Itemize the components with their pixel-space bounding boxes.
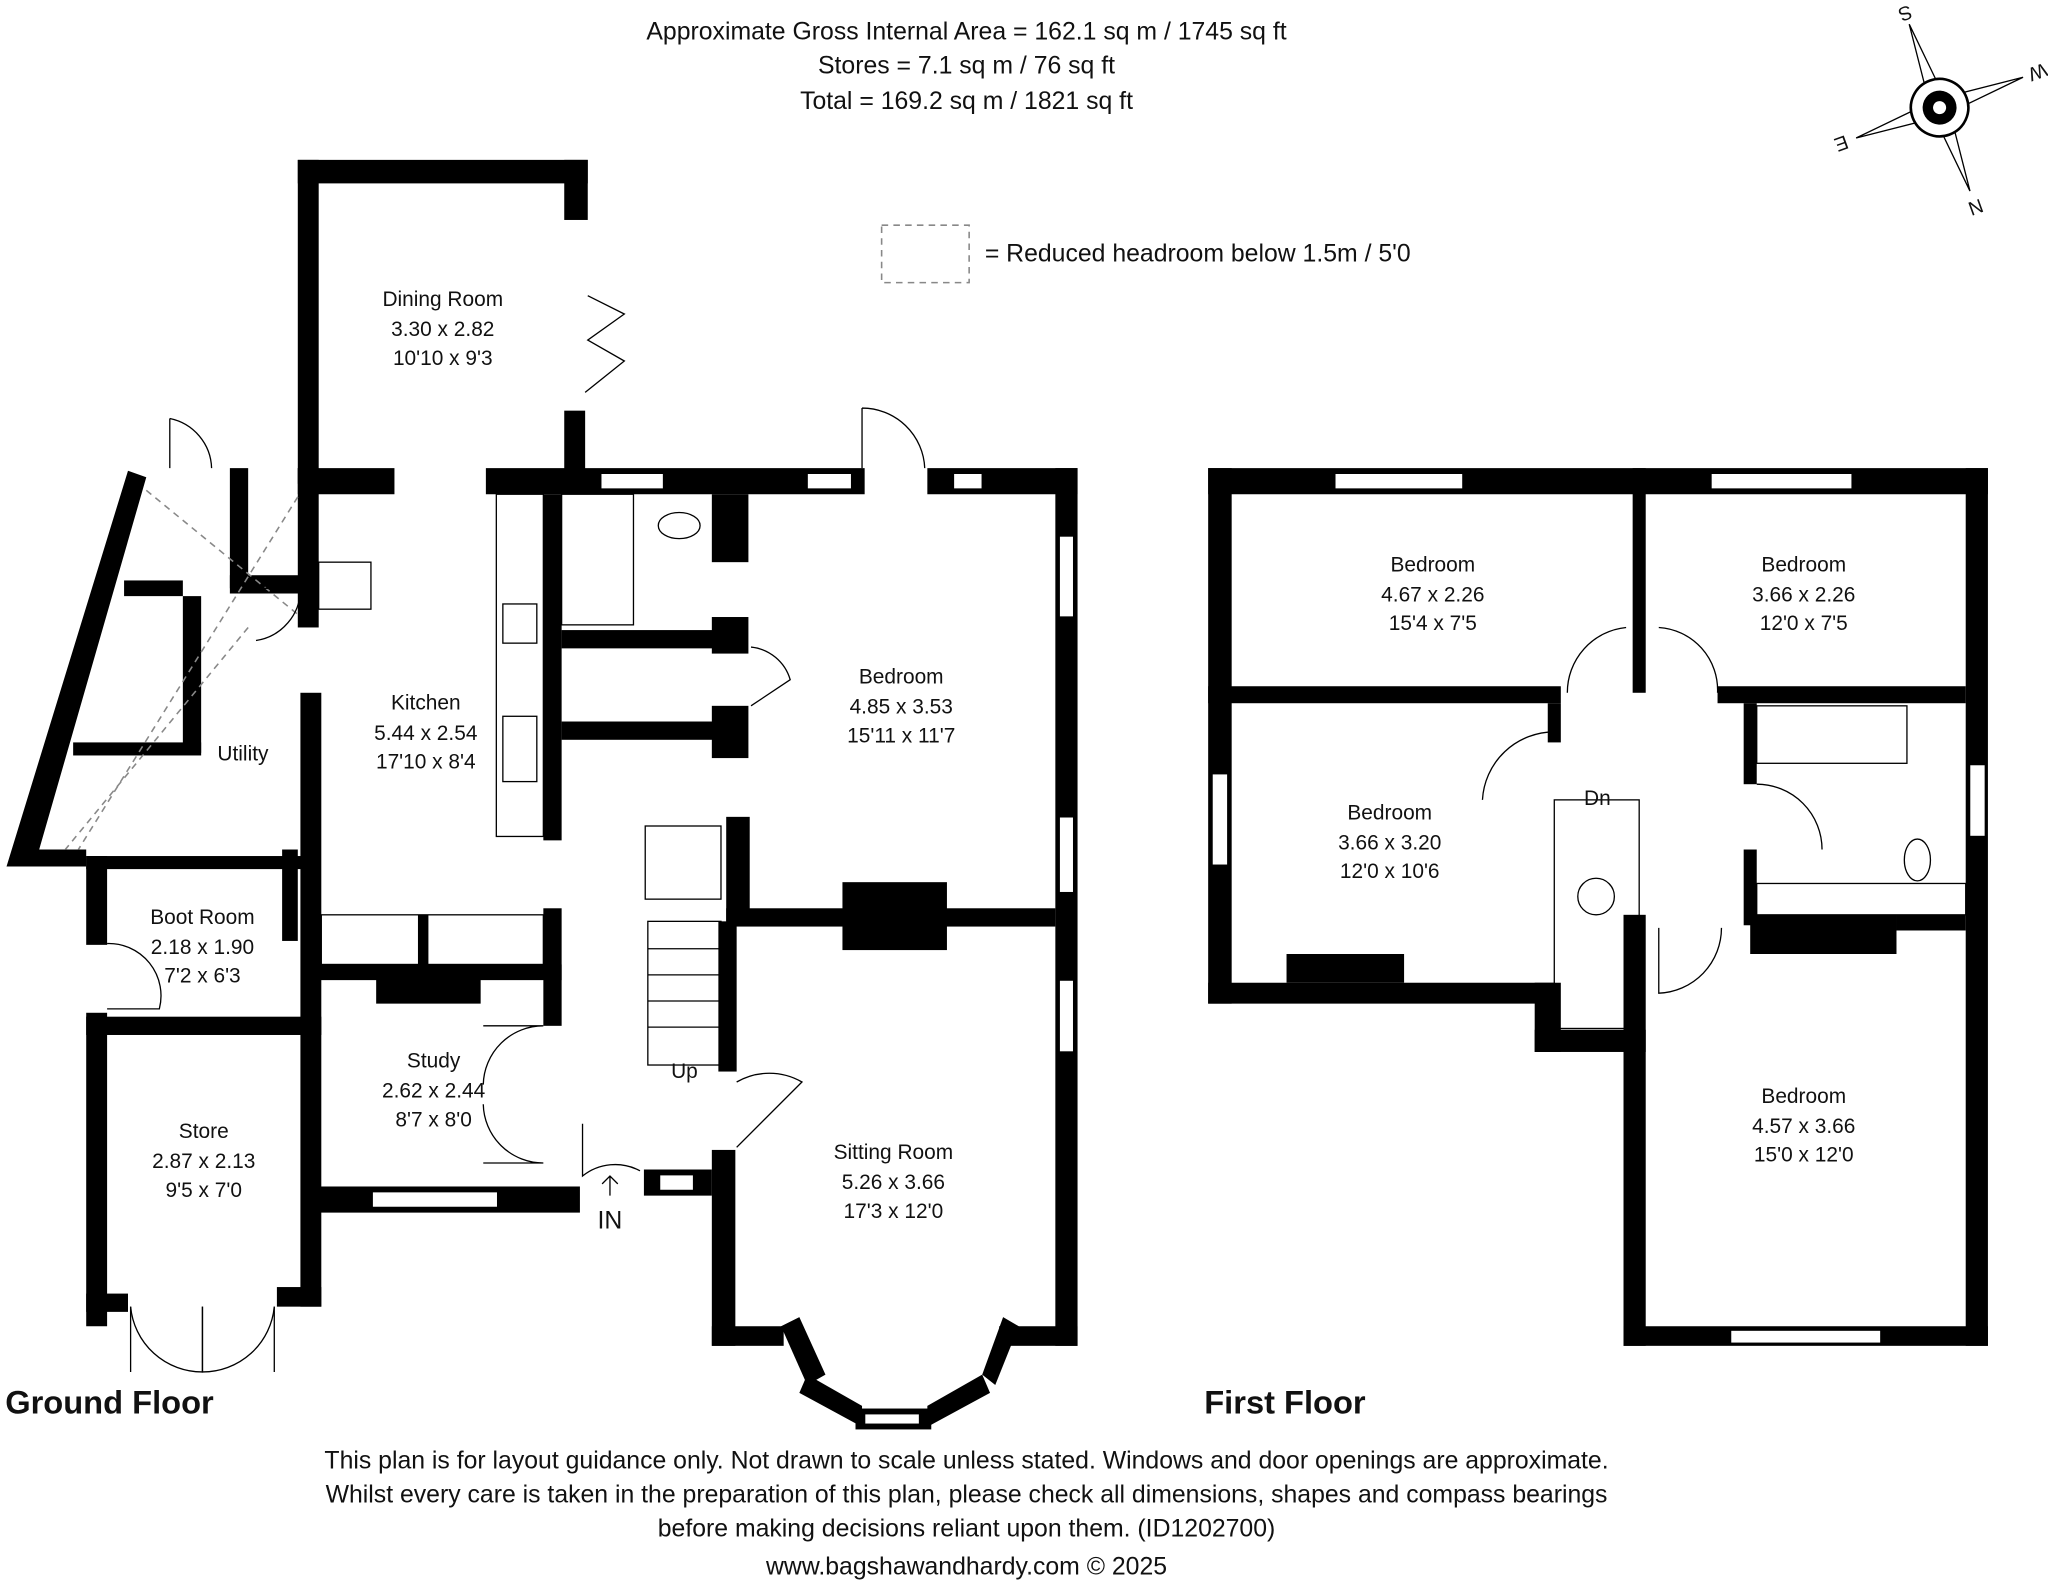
room-bedroom-4: Bedroom 4.57 x 3.66 15'0 x 12'0: [1752, 1085, 1855, 1167]
compass-icon: S N W E: [1831, 0, 2048, 220]
room-dining-room: Dining Room 3.30 x 2.82 10'10 x 9'3: [382, 288, 503, 370]
compass-w: W: [2025, 58, 2048, 85]
room-imperial: 15'11 x 11'7: [847, 724, 955, 747]
room-imperial: 7'2 x 6'3: [164, 965, 240, 988]
room-imperial: 10'10 x 9'3: [393, 347, 493, 370]
room-metric: 5.44 x 2.54: [374, 722, 477, 745]
room-imperial: 12'0 x 7'5: [1760, 612, 1848, 635]
entrance-label: IN: [598, 1207, 623, 1234]
entrance-arrow-icon: [601, 1175, 619, 1196]
room-name: Store: [179, 1120, 229, 1143]
website-link[interactable]: www.bagshawandhardy.com © 2025: [765, 1553, 1167, 1580]
stairs-down-label: Dn: [1584, 787, 1611, 810]
ground-floor-labels: Dining Room 3.30 x 2.82 10'10 x 9'3 Kitc…: [5, 288, 955, 1421]
room-imperial: 12'0 x 10'6: [1340, 860, 1440, 883]
headroom-legend: = Reduced headroom below 1.5m / 5'0: [880, 224, 1411, 284]
room-name: Bedroom: [1761, 1085, 1846, 1108]
disclaimer: This plan is for layout guidance only. N…: [324, 1448, 1608, 1581]
room-imperial: 17'10 x 8'4: [376, 751, 476, 774]
compass-e: E: [1831, 130, 1851, 155]
room-metric: 4.85 x 3.53: [850, 696, 953, 719]
room-metric: 3.66 x 3.20: [1338, 832, 1441, 855]
room-bedroom-1: Bedroom 4.67 x 2.26 15'4 x 7'5: [1381, 553, 1484, 635]
room-metric: 2.18 x 1.90: [151, 936, 254, 959]
room-boot-room: Boot Room 2.18 x 1.90 7'2 x 6'3: [150, 906, 254, 988]
room-name: Sitting Room: [834, 1141, 954, 1164]
room-metric: 4.67 x 2.26: [1381, 583, 1484, 606]
room-bedroom-ground: Bedroom 4.85 x 3.53 15'11 x 11'7: [847, 666, 955, 748]
room-name: Study: [407, 1050, 461, 1073]
disclaimer-line-1: This plan is for layout guidance only. N…: [324, 1448, 1608, 1475]
room-metric: 3.66 x 2.26: [1752, 583, 1855, 606]
room-name: Dining Room: [382, 288, 503, 311]
room-imperial: 9'5 x 7'0: [166, 1179, 242, 1202]
room-name: Kitchen: [391, 692, 461, 715]
room-bedroom-3: Bedroom 3.66 x 3.20 12'0 x 10'6: [1338, 801, 1441, 883]
compass-n: N: [1965, 194, 1986, 220]
total-area-text: Total = 169.2 sq m / 1821 sq ft: [800, 88, 1133, 115]
disclaimer-line-2: Whilst every care is taken in the prepar…: [326, 1482, 1608, 1509]
ground-floor-title: Ground Floor: [5, 1384, 214, 1421]
gross-area-text: Approximate Gross Internal Area = 162.1 …: [646, 19, 1286, 46]
room-study: Study 2.62 x 2.44 8'7 x 8'0: [382, 1050, 485, 1132]
first-floor-labels: Bedroom 4.67 x 2.26 15'4 x 7'5 Bedroom 3…: [1204, 553, 1855, 1420]
room-metric: 3.30 x 2.82: [391, 318, 494, 341]
stairs-up-label: Up: [671, 1060, 698, 1083]
room-name: Bedroom: [1390, 553, 1475, 576]
area-summary: Approximate Gross Internal Area = 162.1 …: [646, 19, 1286, 115]
room-imperial: 15'4 x 7'5: [1389, 612, 1477, 635]
headroom-swatch: [880, 224, 970, 284]
headroom-legend-text: = Reduced headroom below 1.5m / 5'0: [985, 241, 1411, 268]
room-name: Bedroom: [859, 666, 944, 689]
room-store: Store 2.87 x 2.13 9'5 x 7'0: [152, 1120, 255, 1202]
first-floor-walls: [1208, 468, 1988, 1346]
room-name: Bedroom: [1347, 801, 1432, 824]
compass-s: S: [1895, 0, 1915, 25]
stores-area-text: Stores = 7.1 sq m / 76 sq ft: [818, 53, 1115, 80]
room-bedroom-2: Bedroom 3.66 x 2.26 12'0 x 7'5: [1752, 553, 1855, 635]
room-metric: 4.57 x 3.66: [1752, 1115, 1855, 1138]
room-utility: Utility: [217, 743, 269, 766]
room-sitting-room: Sitting Room 5.26 x 3.66 17'3 x 12'0: [834, 1141, 954, 1223]
room-kitchen: Kitchen 5.44 x 2.54 17'10 x 8'4: [374, 692, 477, 774]
room-metric: 5.26 x 3.66: [842, 1171, 945, 1194]
room-imperial: 8'7 x 8'0: [395, 1108, 471, 1131]
room-metric: 2.87 x 2.13: [152, 1150, 255, 1173]
room-name: Boot Room: [150, 906, 254, 929]
room-imperial: 15'0 x 12'0: [1754, 1144, 1854, 1167]
room-name: Bedroom: [1761, 553, 1846, 576]
ground-floor-walls: [6, 159, 1078, 1430]
room-imperial: 17'3 x 12'0: [844, 1200, 944, 1223]
room-metric: 2.62 x 2.44: [382, 1080, 485, 1103]
disclaimer-line-3: before making decisions reliant upon the…: [658, 1516, 1276, 1543]
first-floor-title: First Floor: [1204, 1384, 1366, 1421]
